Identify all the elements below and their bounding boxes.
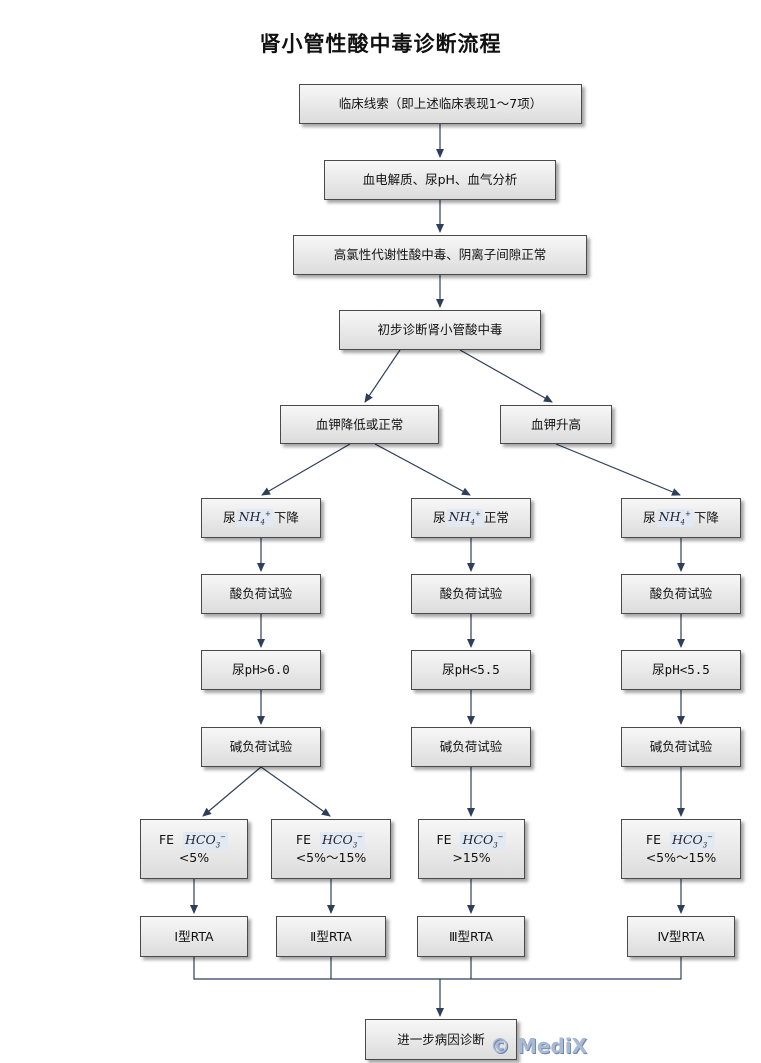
nh4-formula: NH4+ [446,508,483,528]
node-further-etiology: 进一步病因诊断 [365,1019,517,1060]
hco3-formula: HCO3− [182,832,229,851]
arrow-klow-to-col1 [261,443,351,496]
hco3-formula: HCO3− [460,832,506,851]
arrow-khigh-to-col3 [555,443,681,496]
node-potassium-high: 血钾升高 [500,405,612,444]
hco3-formula: HCO3− [669,832,716,851]
node-urine-nh4-decreased-1: 尿 NH4+ 下降 [201,498,321,538]
node-lab-analysis: 血电解质、尿pH、血气分析 [324,160,556,200]
node-alkali-load-1: 碱负荷试验 [201,727,321,767]
node-initial-diagnosis: 初步诊断肾小管酸中毒 [339,310,541,350]
node-rta-type-1: Ⅰ型RTA [140,916,248,957]
node-urine-ph-lt-5-5-a: 尿pH<5.5 [411,650,531,690]
arrow-initial-to-klow [364,349,401,403]
node-potassium-low-normal: 血钾降低或正常 [280,405,439,444]
arrow-klow-to-col2 [374,443,471,496]
node-hyperchloremic-acidosis: 高氯性代谢性酸中毒、阴离子间隙正常 [293,235,587,275]
page-title: 肾小管性酸中毒诊断流程 [259,32,502,56]
hco3-formula: HCO3− [319,832,366,851]
node-rta-type-4: Ⅳ型RTA [627,916,735,957]
node-acid-load-2: 酸负荷试验 [411,574,531,614]
node-rta-type-2: Ⅱ型RTA [276,916,386,957]
node-urine-nh4-decreased-2: 尿 NH4+ 下降 [621,498,741,538]
node-fe-hco3-5-15-b: FE HCO3− <5%～15% [621,819,741,879]
node-rta-type-3: Ⅲ型RTA [417,916,525,957]
node-urine-ph-lt-5-5-b: 尿pH<5.5 [621,650,741,690]
nh4-formula: NH4+ [236,508,273,528]
node-acid-load-1: 酸负荷试验 [201,574,321,614]
node-urine-nh4-normal: 尿 NH4+ 正常 [411,498,531,538]
nh4-formula: NH4+ [656,508,693,528]
node-clinical-clues: 临床线索（即上述临床表现1～7项） [299,84,582,124]
node-urine-ph-gt-6: 尿pH>6.0 [201,650,321,690]
node-fe-hco3-5-15-a: FE HCO3− <5%～15% [271,819,391,879]
node-alkali-load-2: 碱负荷试验 [411,727,531,767]
node-alkali-load-3: 碱负荷试验 [621,727,741,767]
node-fe-hco3-gt15: FE HCO3− >15% [418,819,525,879]
node-acid-load-3: 酸负荷试验 [621,574,741,614]
node-fe-hco3-lt5: FE HCO3− <5% [140,819,248,879]
watermark: © MediX [490,1034,588,1058]
arrow-initial-to-khigh [459,349,553,403]
merge-line [193,957,682,980]
